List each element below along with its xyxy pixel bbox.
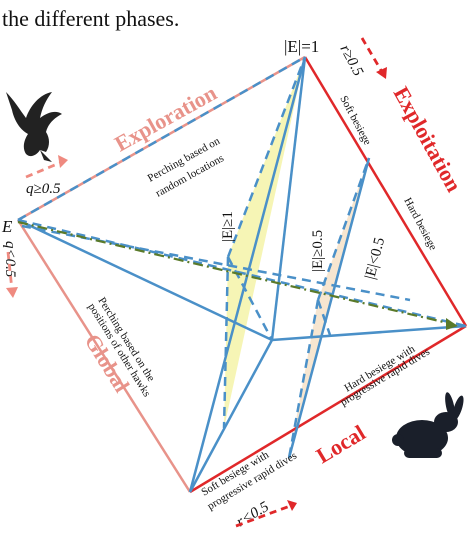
solid-structure <box>17 56 467 493</box>
blue-line <box>271 324 467 342</box>
arrowhead-r-ge <box>376 67 387 79</box>
blue-line <box>270 56 307 341</box>
dashed-line <box>222 256 230 429</box>
edge-global <box>16 219 192 493</box>
edge-exploitation <box>303 56 468 327</box>
blue-line <box>188 56 307 493</box>
blue-line <box>287 157 371 459</box>
arrow-r-ge <box>360 37 384 73</box>
rabbit-icon <box>392 392 464 458</box>
arrowhead-q-lt <box>6 287 18 298</box>
eagle-icon <box>6 92 62 162</box>
blue-line <box>17 218 273 342</box>
exploitation-label: Exploitation <box>389 82 467 196</box>
e-lt-05-label: |E|<0.5 <box>362 236 388 281</box>
vertex-top-label: |E|=1 <box>284 37 319 56</box>
dashed-line <box>17 55 306 222</box>
local-label: Local <box>312 420 370 469</box>
q-ge-label: q≥0.5 <box>26 181 61 197</box>
arrowhead-q-ge <box>58 155 68 168</box>
e-ge-1-label: |E|≥1 <box>220 211 236 242</box>
plane-e-ge-1 <box>224 57 305 428</box>
dashed-structure <box>17 55 467 459</box>
dashed-line <box>21 224 411 302</box>
e-ge-05-label: |E|≥0.5 <box>310 230 326 272</box>
edge-local <box>189 324 467 494</box>
blue-line <box>188 339 274 493</box>
dashed-line <box>287 299 320 459</box>
dash-dot-line <box>17 220 453 326</box>
dashed-line <box>316 157 371 301</box>
hard-besiege-label: Hard besiege <box>401 196 439 253</box>
arrow-q-lt <box>6 251 14 291</box>
dashed-line <box>316 299 332 336</box>
arrow-q-ge <box>25 160 63 179</box>
dashed-line <box>17 218 467 328</box>
vertex-e-label: E <box>1 217 13 236</box>
arrowhead-r-lt <box>287 500 297 511</box>
q-lt-label: q<0.5 <box>2 241 18 278</box>
r-ge-label: r≥0.5 <box>336 42 366 79</box>
arrow-r-lt <box>235 504 291 528</box>
caption-fragment: the different phases. <box>2 6 179 31</box>
dash-dot-arrowhead <box>446 318 458 330</box>
dashed-line <box>226 256 274 341</box>
dashed-line <box>226 56 307 258</box>
